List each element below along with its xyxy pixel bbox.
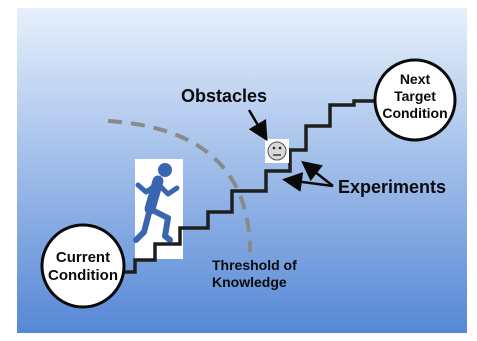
next-target-line-2: Target bbox=[394, 88, 436, 104]
threshold-label-line-2: Knowledge bbox=[212, 274, 287, 290]
current-condition-line-2: Condition bbox=[48, 267, 118, 284]
threshold-label-line-1: Threshold of bbox=[212, 257, 297, 273]
next-target-condition-node: Next Target Condition bbox=[373, 58, 457, 142]
current-condition-node: Current Condition bbox=[40, 223, 126, 309]
next-target-line-3: Condition bbox=[382, 105, 447, 121]
running-person-icon bbox=[133, 163, 180, 243]
neutral-face-icon bbox=[265, 139, 289, 163]
current-condition-line-1: Current bbox=[56, 249, 110, 266]
obstacles-arrow bbox=[247, 109, 268, 142]
experiments-label: Experiments bbox=[338, 177, 446, 197]
next-target-line-1: Next bbox=[400, 71, 431, 87]
experiments-arrow-lower bbox=[282, 172, 334, 192]
experiments-arrow-upper bbox=[301, 160, 334, 187]
threshold-arc bbox=[107, 119, 252, 253]
staircase bbox=[105, 99, 378, 274]
obstacles-label: Obstacles bbox=[181, 86, 267, 106]
